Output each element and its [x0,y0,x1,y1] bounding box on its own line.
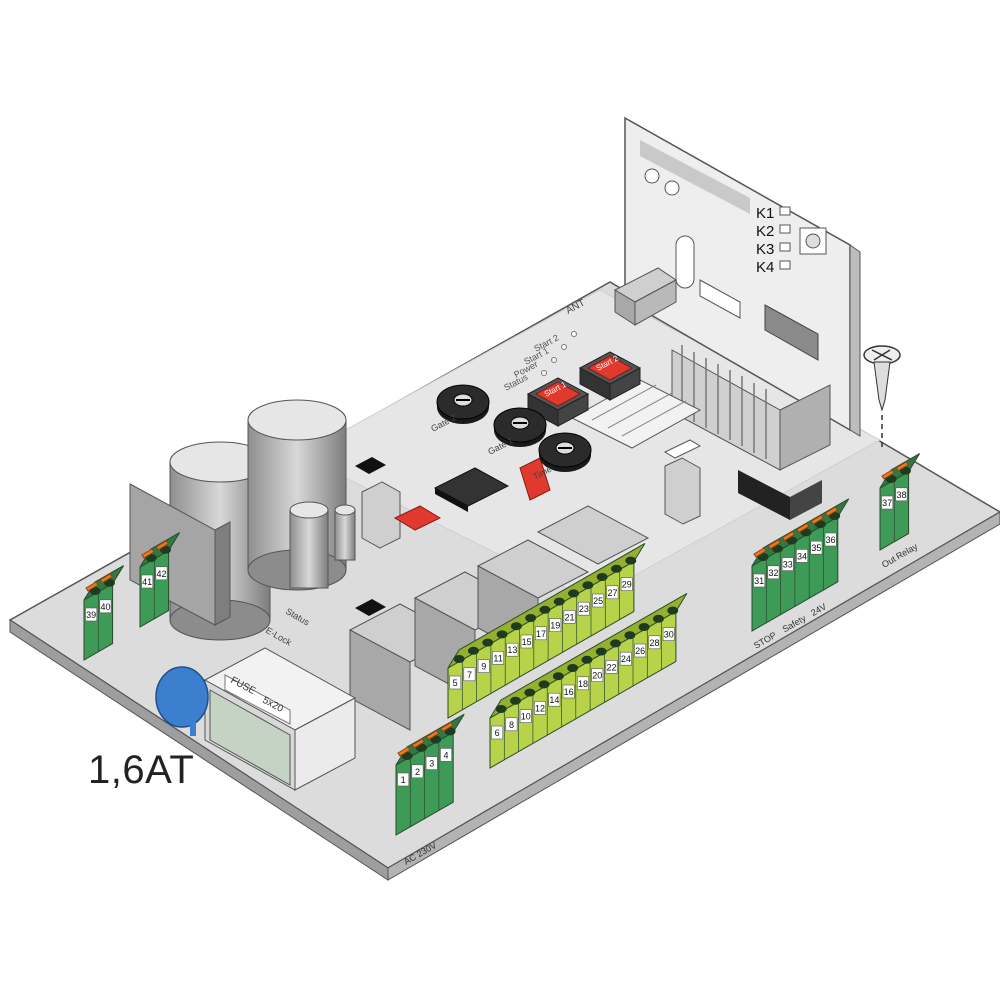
small-components [355,379,702,616]
terminal-pin-19: 19 [550,621,560,631]
terminal-pin-37: 37 [882,498,892,508]
terminal-pin-13: 13 [507,645,517,655]
fuse-holder: FUSE 5x20 [203,647,357,791]
terminal-pin-15: 15 [522,637,532,647]
terminal-pin-9: 9 [481,662,486,672]
terminal-pin-27: 27 [607,588,617,598]
terminal-pin-39: 39 [86,610,96,620]
channel-label-k3: K3 [756,241,774,258]
terminal-pin-26: 26 [635,646,645,656]
terminal-pin-16: 16 [564,687,574,697]
status-led [541,370,547,376]
terminal-pin-23: 23 [579,604,589,614]
terminal-block-left1: 39 40 [83,565,125,661]
microcontroller-chip [433,467,510,512]
terminal-pin-42: 42 [156,569,166,579]
terminal-pin-4: 4 [444,750,449,760]
terminal-pin-1: 1 [401,775,406,785]
channel-label-k4: K4 [756,259,774,276]
terminal-pin-3: 3 [429,759,434,769]
channel-label-k2: K2 [756,223,774,240]
terminal-pin-22: 22 [607,662,617,672]
terminal-pin-29: 29 [622,580,632,590]
heatsink [671,345,831,520]
terminal-pin-38: 38 [896,490,906,500]
terminal-pin-31: 31 [754,576,764,586]
button-1: Start 1 [526,377,590,427]
terminal-pin-36: 36 [826,535,836,545]
terminal-pin-32: 32 [768,568,778,578]
terminal-pin-30: 30 [664,630,674,640]
channel-led [779,260,791,270]
terminal-pin-33: 33 [783,560,793,570]
antenna-connector: ANT [564,267,677,326]
terminal-block-left2: 41 42 [139,532,181,628]
terminal-pin-24: 24 [621,654,631,664]
terminal-pin-14: 14 [549,695,559,705]
terminal-pin-35: 35 [811,543,821,553]
status-led [571,331,577,337]
channel-led [779,242,791,252]
terminal-pin-6: 6 [495,728,500,738]
channel-led [779,206,791,216]
varistor [155,666,209,736]
relays [348,505,650,731]
terminal-pin-18: 18 [578,679,588,689]
channel-label-k1: K1 [756,205,774,222]
fuse-rating-label: 1,6AT [88,748,195,792]
terminal-pin-11: 11 [493,653,502,663]
terminal-pin-12: 12 [535,703,545,713]
mounting-screw [863,345,901,450]
terminal-pin-40: 40 [100,602,110,612]
terminal-pin-5: 5 [453,678,458,688]
status-led [561,344,567,350]
terminal-pin-25: 25 [593,596,603,606]
terminal-pin-41: 41 [142,577,152,587]
button-2: Start 2 [578,351,642,401]
terminal-block-top: 579 11 13 15 17 19 21 23 25 27 29 [447,542,646,719]
terminal-pin-34: 34 [797,551,807,561]
terminal-pin-21: 21 [565,612,575,622]
status-led [551,357,557,363]
terminal-pin-28: 28 [649,638,659,648]
terminal-pin-10: 10 [521,712,531,722]
terminal-pin-8: 8 [509,720,514,730]
terminal-block-bottom: 68 10 12 14 16 18 20 22 24 26 28 30 [489,592,688,769]
terminal-pin-7: 7 [467,670,472,680]
terminal-pin-17: 17 [536,629,546,639]
trimmer-3: Time [531,432,592,482]
terminal-pin-2: 2 [415,767,420,777]
trimmer-1: Gate 2 [429,384,490,434]
channel-led [779,224,791,234]
terminal-pin-20: 20 [592,671,602,681]
